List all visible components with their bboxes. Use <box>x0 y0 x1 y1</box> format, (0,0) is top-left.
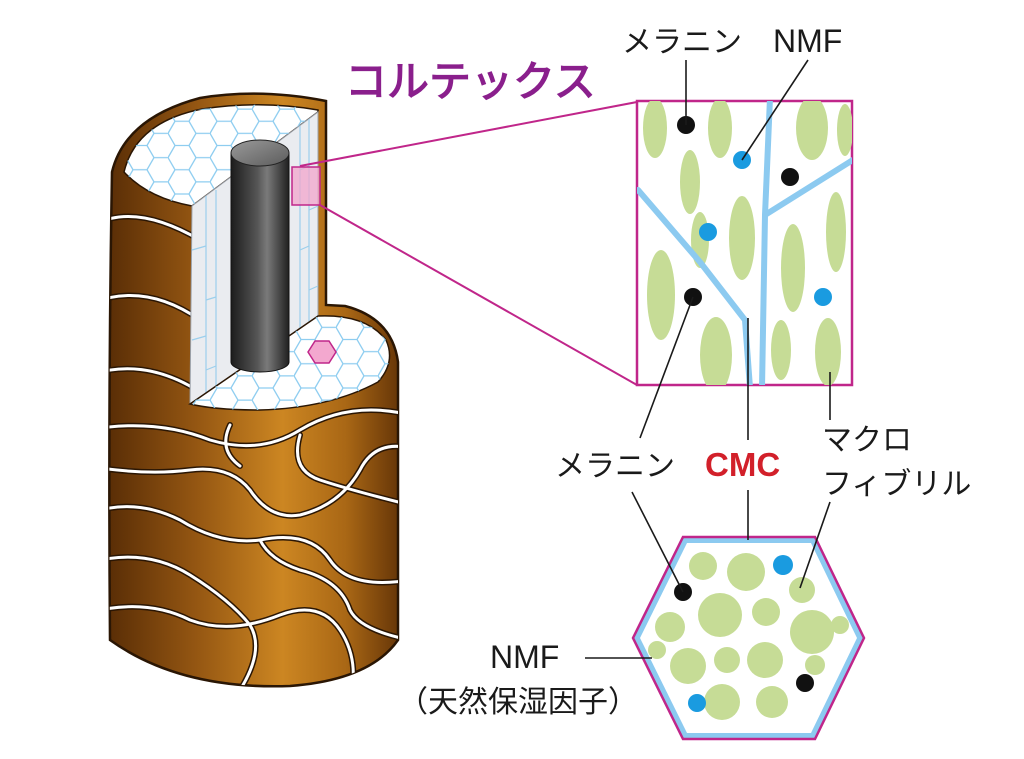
macrofibril-ellipse <box>781 224 805 312</box>
cut-face-cell-lines <box>191 119 319 395</box>
macrofibril-ellipse <box>729 196 755 280</box>
macrofibril-circle <box>752 598 780 626</box>
label-bottom-nmf-note: （天然保湿因子） <box>398 685 638 720</box>
macrofibril-circle <box>756 686 788 718</box>
cortex-cell-hexagon <box>631 535 866 741</box>
macrofibril-circle <box>714 647 740 673</box>
label-cmc: CMC <box>705 446 780 483</box>
nmf-dot <box>699 223 717 241</box>
macrofibril-ellipse <box>680 150 700 214</box>
label-bottom-nmf: NMF <box>490 639 559 675</box>
leader-mid-melanin-down <box>631 491 684 593</box>
macrofibril-circle <box>805 655 825 675</box>
macrofibril-ellipse <box>708 101 732 158</box>
hair-floor-honeycomb <box>190 315 390 410</box>
nmf-dot <box>814 288 832 306</box>
melanin-dot <box>781 168 799 186</box>
nmf-dot <box>773 555 793 575</box>
label-mid-melanin: メラニン <box>555 449 675 484</box>
cortex-zoom-box <box>635 99 854 387</box>
hair-illustration <box>108 92 400 688</box>
macrofibril-ellipse <box>700 317 732 385</box>
macrofibril-circle <box>790 610 834 654</box>
macrofibril-circle <box>704 684 740 720</box>
zoom-connectors <box>299 101 638 386</box>
label-macrofibril-line1: マクロ <box>822 423 912 458</box>
leader-macrofibril-down <box>799 501 831 589</box>
leader-lines <box>585 59 831 659</box>
label-macrofibril-line2: フィブリル <box>822 467 971 502</box>
melanin-dot <box>796 674 814 692</box>
hair-top-honeycomb <box>124 104 318 206</box>
leader-mid-melanin-up <box>639 296 694 439</box>
macrofibril-ellipse <box>837 104 852 156</box>
zoom-connector-bottom <box>319 204 638 386</box>
zoom-connector-top <box>299 101 638 167</box>
nmf-dot <box>688 694 706 712</box>
medulla-core <box>230 139 290 373</box>
macrofibril-circle <box>698 593 742 637</box>
macrofibril-circle <box>648 641 666 659</box>
highlighted-cortex-cell <box>307 340 337 364</box>
macrofibril-circle <box>689 552 717 580</box>
macrofibril-circle <box>670 648 706 684</box>
macrofibril-ellipse <box>771 320 791 380</box>
macrofibril-ellipse <box>815 318 841 385</box>
macrofibril-ellipse <box>647 250 675 340</box>
leader-top-nmf <box>741 59 809 161</box>
zoom-marker <box>291 166 321 206</box>
label-top-melanin: メラニン <box>622 25 742 60</box>
diagram-title: コルテックス <box>345 57 596 106</box>
macrofibril-ellipse <box>826 192 846 272</box>
macrofibril-circle <box>831 616 849 634</box>
label-top-nmf: NMF <box>773 23 842 59</box>
macrofibril-ellipse <box>796 101 828 160</box>
macrofibril-circle <box>727 553 765 591</box>
macrofibril-circle <box>747 642 783 678</box>
macrofibril-circle <box>789 577 815 603</box>
macrofibril-ellipse <box>643 101 667 158</box>
macrofibril-circle <box>655 612 685 642</box>
